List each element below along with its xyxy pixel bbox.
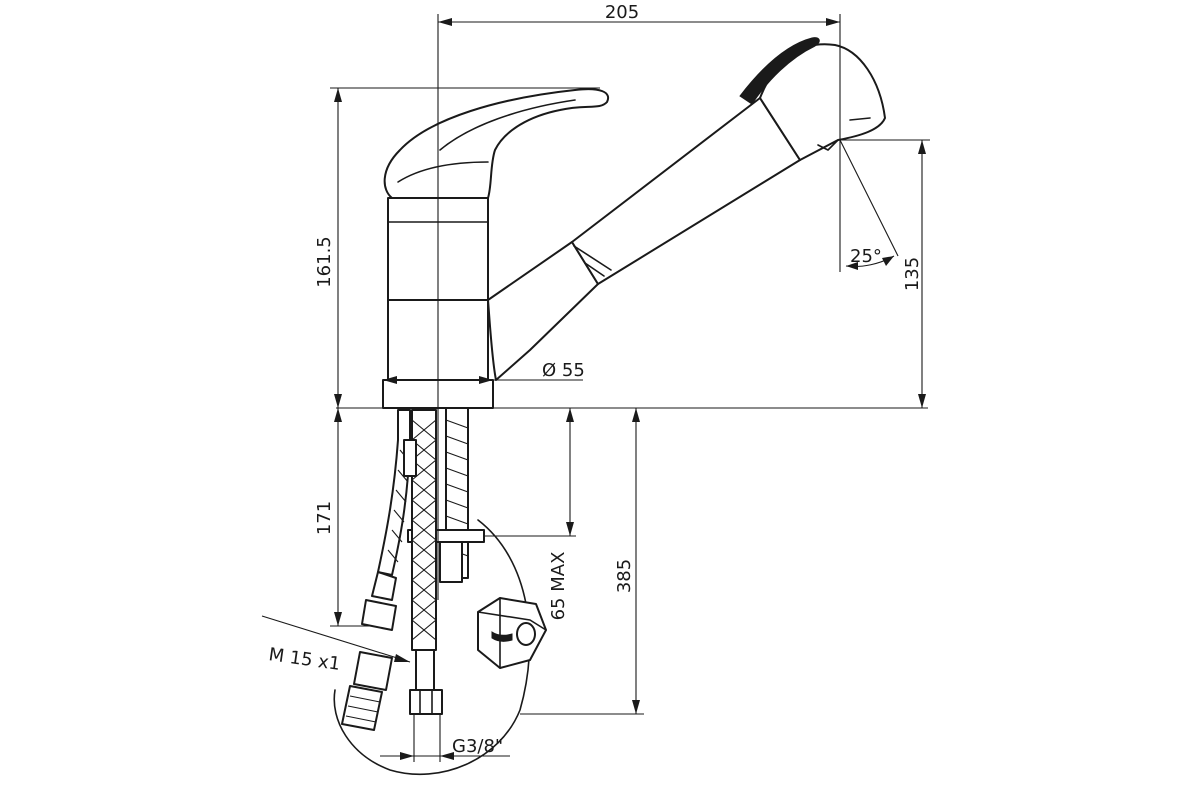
m15-connector [341,651,393,731]
spout-tube [487,241,599,381]
hose-right-nut [409,689,443,715]
dim-spray-angle: 25° [850,246,882,267]
braided-hose-left [377,409,411,576]
hose-right-ferrule [415,649,435,691]
dim-max-thickness: 65 MAX [548,552,569,621]
dim-overall-depth: 385 [614,559,635,593]
exploded-nut-detail [477,597,547,669]
dim-inlet-thread: G3/8" [452,736,503,757]
spray-neck [571,97,801,285]
spray-button [739,37,820,105]
hose-left-nut [361,599,397,631]
dimension-labels: 205 161.5 135 25° Ø 55 171 385 65 MAX M … [267,2,923,757]
mounting-nut [439,541,463,583]
dim-hose-length: 171 [314,501,335,535]
dim-spout-height: 135 [902,257,923,291]
detail-outline [333,519,531,776]
mounting-hardware [333,407,547,776]
hose-left-coupling [403,439,417,477]
dimension-lines [261,14,930,762]
pull-out-spout [487,37,886,381]
dim-total-height: 161.5 [314,236,335,288]
dim-hose-thread: M 15 x1 [267,644,341,675]
dim-base-diameter: Ø 55 [542,360,585,381]
dim-overall-width: 205 [605,2,639,23]
lever-handle [383,88,610,199]
